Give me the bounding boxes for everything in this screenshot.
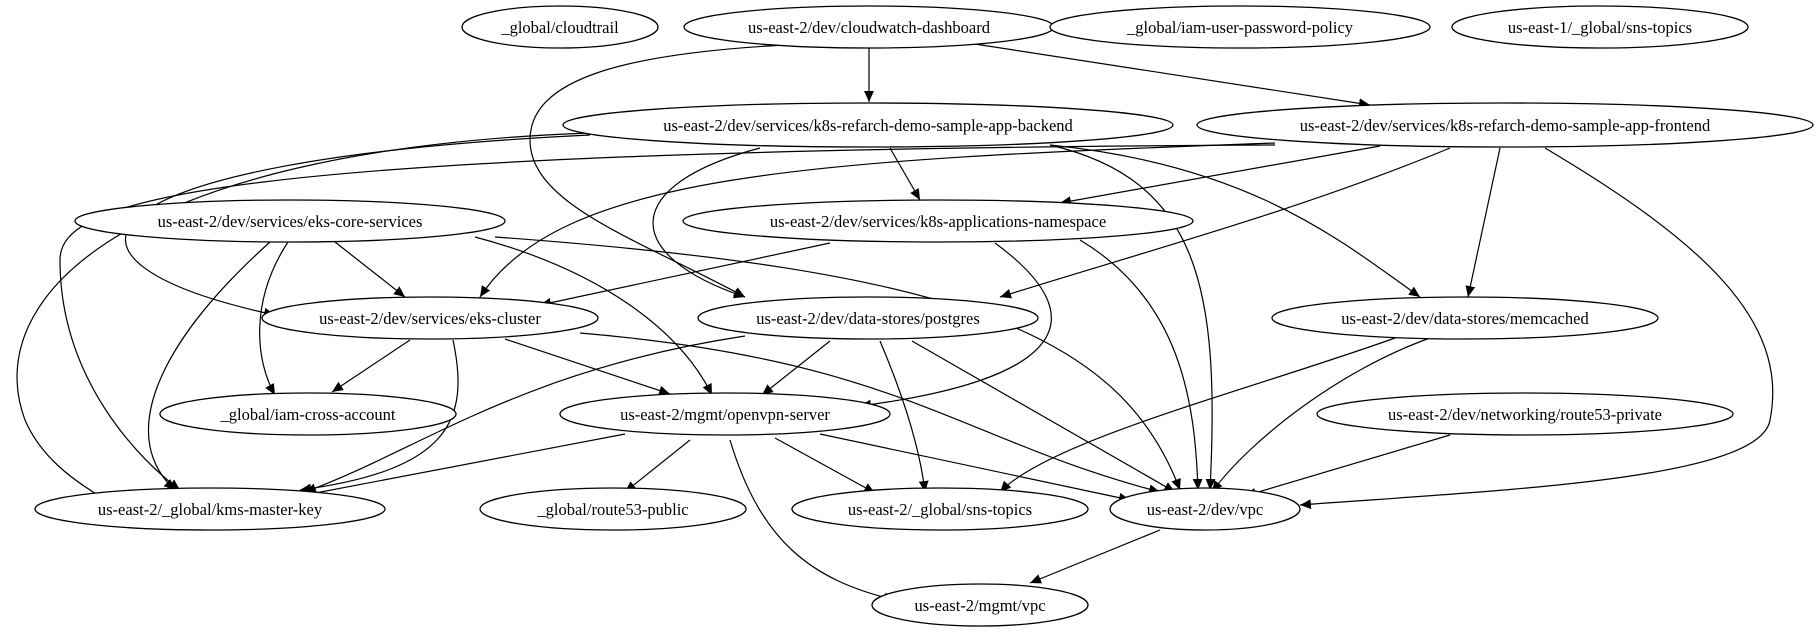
edges-layer [16, 43, 1774, 603]
node-label: us-east-2/dev/data-stores/postgres [756, 309, 980, 328]
node-postgres: us-east-2/dev/data-stores/postgres [697, 296, 1039, 340]
edge-app-frontend-to-k8s-namespace [1059, 145, 1381, 206]
node-label: _global/iam-user-password-policy [1126, 18, 1354, 37]
node-label: us-east-2/dev/services/k8s-refarch-demo-… [1300, 116, 1711, 135]
edge-eks-core-services-to-openvpn [474, 236, 713, 396]
node-label: _global/route53-public [536, 500, 688, 519]
edge-eks-cluster-to-openvpn [504, 338, 671, 396]
edge-eks-cluster-to-dev-vpc [579, 332, 1161, 495]
node-dev-vpc: us-east-2/dev/vpc [1109, 487, 1301, 531]
edge-app-backend-to-postgres [652, 147, 761, 299]
node-k8s-applications-namespace: us-east-2/dev/services/k8s-applications-… [682, 199, 1194, 243]
edge-dev-vpc-to-mgmt-vpc [1029, 529, 1161, 584]
node-app-frontend: us-east-2/dev/services/k8s-refarch-demo-… [1196, 102, 1814, 148]
nodes-layer: _global/cloudtrail us-east-2/dev/cloudwa… [34, 5, 1814, 627]
edge-eks-cluster-to-kms [299, 339, 459, 494]
edge-eks-core-services-to-dev-vpc [494, 236, 1181, 491]
edge-openvpn-to-kms [304, 433, 626, 498]
edge-openvpn-to-mgmt-vpc [729, 439, 896, 603]
edge-postgres-to-kms [304, 335, 746, 493]
edge-postgres-to-dev-vpc [911, 340, 1176, 493]
edge-memcached-to-dev-vpc [1211, 337, 1431, 493]
node-label: us-east-2/dev/data-stores/memcached [1341, 309, 1589, 328]
edge-cw-dashboard-to-postgres [529, 43, 806, 298]
edge-k8s-namespace-to-openvpn [859, 242, 1052, 410]
node-label: us-east-2/_global/sns-topics [848, 500, 1032, 519]
node-eks-cluster: us-east-2/dev/services/eks-cluster [261, 296, 599, 340]
node-mgmt-vpc: us-east-2/mgmt/vpc [871, 583, 1089, 627]
node-openvpn-server: us-east-2/mgmt/openvpn-server [559, 392, 891, 436]
edge-eks-core-services-to-iam-cross-account [259, 241, 289, 396]
node-label: us-east-2/mgmt/openvpn-server [620, 405, 830, 424]
edge-route53-private-to-dev-vpc [1244, 434, 1451, 498]
node-label: _global/iam-cross-account [219, 405, 395, 424]
edge-app-backend-to-kms [16, 132, 591, 506]
edge-app-frontend-to-eks-cluster [479, 142, 1276, 298]
node-label: _global/cloudtrail [500, 18, 619, 37]
node-label: us-east-2/_global/kms-master-key [98, 500, 323, 519]
edge-openvpn-to-dev-vpc [819, 433, 1131, 503]
node-label: us-east-2/dev/services/eks-core-services [158, 212, 423, 231]
node-label: us-east-2/dev/vpc [1147, 500, 1263, 519]
edge-postgres-to-sns-useast2 [879, 340, 929, 493]
edge-app-frontend-to-memcached [1465, 147, 1501, 298]
node-us-east-2-sns-topics: us-east-2/_global/sns-topics [791, 487, 1089, 531]
edge-k8s-namespace-to-dev-vpc [1079, 239, 1203, 491]
edge-eks-core-services-to-kms [147, 241, 271, 491]
node-route53-private: us-east-2/dev/networking/route53-private [1316, 392, 1734, 436]
node-label: us-east-2/mgmt/vpc [914, 596, 1045, 615]
edge-eks-core-services-to-eks-cluster [334, 241, 406, 298]
edge-app-backend-to-k8s-namespace [889, 147, 921, 201]
node-iam-user-password-policy: _global/iam-user-password-policy [1049, 5, 1431, 49]
node-memcached: us-east-2/dev/data-stores/memcached [1271, 296, 1659, 340]
node-us-east-1-sns-topics: us-east-1/_global/sns-topics [1451, 5, 1749, 49]
node-app-backend: us-east-2/dev/services/k8s-refarch-demo-… [562, 102, 1174, 148]
node-route53-public: _global/route53-public [479, 487, 747, 531]
edge-app-backend-to-memcached [1049, 144, 1421, 298]
edge-k8s-namespace-to-eks-cluster [539, 242, 831, 308]
edge-app-backend-to-dev-vpc [1049, 144, 1216, 491]
node-eks-core-services: us-east-2/dev/services/eks-core-services [74, 199, 506, 243]
node-label: us-east-2/dev/cloudwatch-dashboard [748, 18, 991, 37]
node-kms-master-key: us-east-2/_global/kms-master-key [34, 487, 386, 531]
node-label: us-east-1/_global/sns-topics [1508, 18, 1692, 37]
node-label: us-east-2/dev/services/k8s-refarch-demo-… [663, 116, 1073, 135]
edge-app-frontend-to-postgres [999, 147, 1451, 299]
edge-openvpn-to-sns-useast2 [774, 437, 876, 494]
node-cloudwatch-dashboard: us-east-2/dev/cloudwatch-dashboard [683, 5, 1055, 49]
edge-openvpn-to-route53-public [624, 439, 691, 493]
node-label: us-east-2/dev/networking/route53-private [1388, 405, 1662, 424]
edge-app-frontend-to-dev-vpc [1299, 147, 1774, 510]
node-label: us-east-2/dev/services/k8s-applications-… [770, 212, 1106, 231]
edge-eks-cluster-to-iam-cross-account [331, 339, 411, 393]
node-iam-cross-account: _global/iam-cross-account [159, 392, 457, 436]
edge-postgres-to-openvpn [761, 340, 831, 396]
edge-cw-dashboard-to-app-frontend [974, 43, 1371, 109]
edge-memcached-to-sns-useast2 [999, 337, 1396, 493]
node-cloudtrail: _global/cloudtrail [461, 5, 659, 49]
node-label: us-east-2/dev/services/eks-cluster [319, 309, 541, 328]
